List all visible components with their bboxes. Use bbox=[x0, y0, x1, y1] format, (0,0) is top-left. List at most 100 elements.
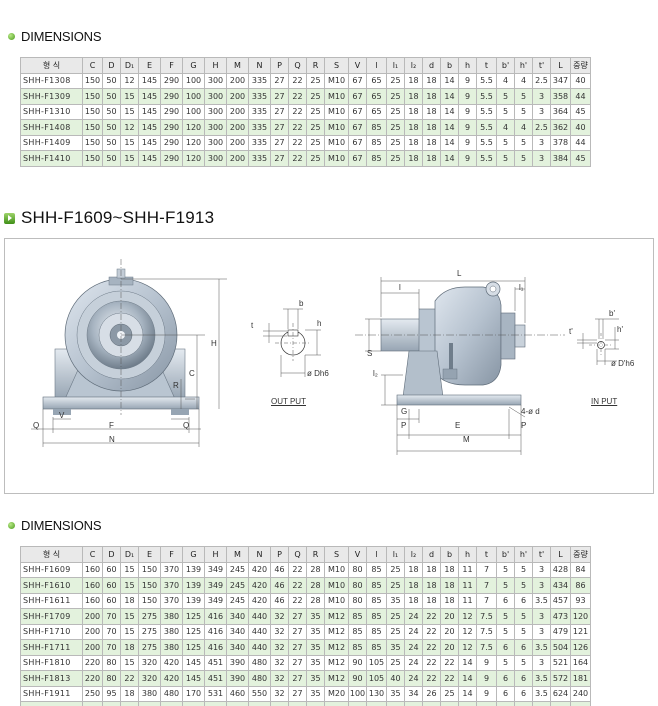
value-cell: 40 bbox=[570, 119, 591, 136]
value-cell: 440 bbox=[248, 623, 271, 640]
column-header: D₁ bbox=[120, 57, 139, 74]
value-cell: 14 bbox=[458, 701, 477, 706]
value-cell: 50 bbox=[102, 72, 121, 89]
value-cell: 121 bbox=[570, 623, 591, 640]
value-cell: 340 bbox=[226, 623, 249, 640]
value-cell: 3.5 bbox=[532, 639, 551, 656]
label-R: R bbox=[173, 381, 179, 390]
value-cell: 27 bbox=[270, 134, 289, 151]
value-cell: 5.5 bbox=[476, 134, 497, 151]
label-h-prime: h' bbox=[617, 325, 623, 334]
column-header: b' bbox=[496, 546, 515, 563]
value-cell: 25 bbox=[386, 134, 405, 151]
column-header: d bbox=[422, 546, 441, 563]
value-cell: 390 bbox=[226, 654, 249, 671]
value-cell: 240 bbox=[570, 685, 591, 702]
value-cell: 358 bbox=[550, 88, 571, 105]
value-cell: 6 bbox=[496, 670, 515, 687]
column-header: 중량 bbox=[570, 546, 591, 563]
value-cell: 105 bbox=[366, 670, 387, 687]
value-cell: 28 bbox=[306, 577, 325, 594]
value-cell: 5 bbox=[514, 88, 533, 105]
value-cell: 18 bbox=[404, 134, 423, 151]
value-cell: 85 bbox=[366, 150, 387, 167]
value-cell: M12 bbox=[324, 623, 349, 640]
label-L: L bbox=[457, 269, 462, 278]
value-cell: 370 bbox=[160, 577, 183, 594]
value-cell: 22 bbox=[422, 608, 441, 625]
column-header: l₁ bbox=[386, 546, 405, 563]
value-cell: 18 bbox=[404, 592, 423, 609]
value-cell: 290 bbox=[160, 103, 183, 120]
column-header: h bbox=[458, 546, 477, 563]
value-cell: 85 bbox=[366, 623, 387, 640]
value-cell: 11 bbox=[458, 577, 477, 594]
value-cell: 7.5 bbox=[476, 608, 497, 625]
value-cell: 14 bbox=[440, 103, 459, 120]
label-h: h bbox=[317, 319, 322, 328]
value-cell: 7 bbox=[476, 561, 497, 578]
value-cell: M12 bbox=[324, 639, 349, 656]
value-cell: 531 bbox=[204, 685, 227, 702]
value-cell: 290 bbox=[160, 119, 183, 136]
value-cell: 25 bbox=[306, 72, 325, 89]
section-title: DIMENSIONS bbox=[21, 29, 102, 44]
bullet-icon bbox=[8, 33, 15, 40]
value-cell: 80 bbox=[348, 577, 367, 594]
value-cell: 28 bbox=[306, 561, 325, 578]
value-cell: 380 bbox=[160, 639, 183, 656]
model-cell: SHH-F1609 bbox=[20, 561, 83, 578]
value-cell: M10 bbox=[324, 72, 349, 89]
column-header: G bbox=[182, 546, 205, 563]
value-cell: M12 bbox=[324, 670, 349, 687]
value-cell: 80 bbox=[348, 592, 367, 609]
value-cell: 14 bbox=[458, 670, 477, 687]
value-cell: 25 bbox=[386, 103, 405, 120]
value-cell: 35 bbox=[306, 701, 325, 706]
value-cell: 65 bbox=[366, 72, 387, 89]
value-cell: 22 bbox=[422, 639, 441, 656]
value-cell: 125 bbox=[182, 608, 205, 625]
value-cell: 34 bbox=[404, 701, 423, 706]
value-cell: 85 bbox=[366, 577, 387, 594]
value-cell: 12 bbox=[120, 119, 139, 136]
value-cell: 32 bbox=[270, 670, 289, 687]
value-cell: 6 bbox=[514, 701, 533, 706]
value-cell: 160 bbox=[82, 577, 103, 594]
value-cell: 164 bbox=[570, 654, 591, 671]
value-cell: 6 bbox=[514, 592, 533, 609]
value-cell: 50 bbox=[102, 150, 121, 167]
value-cell: 300 bbox=[204, 103, 227, 120]
value-cell: 15 bbox=[120, 134, 139, 151]
value-cell: 70 bbox=[102, 608, 121, 625]
value-cell: 200 bbox=[226, 150, 249, 167]
value-cell: 24 bbox=[404, 639, 423, 656]
model-cell: SHH-F1308 bbox=[20, 72, 83, 89]
value-cell: 349 bbox=[204, 592, 227, 609]
label-t: t bbox=[251, 321, 254, 330]
value-cell: 5 bbox=[496, 103, 515, 120]
value-cell: 6 bbox=[514, 685, 533, 702]
value-cell: 479 bbox=[550, 623, 571, 640]
label-G: G bbox=[401, 407, 408, 416]
value-cell: 416 bbox=[204, 623, 227, 640]
value-cell: M10 bbox=[324, 88, 349, 105]
value-cell: 460 bbox=[226, 685, 249, 702]
value-cell: 290 bbox=[160, 72, 183, 89]
value-cell: 320 bbox=[138, 654, 161, 671]
value-cell: M20 bbox=[324, 685, 349, 702]
value-cell: 150 bbox=[82, 88, 103, 105]
value-cell: 18 bbox=[404, 88, 423, 105]
value-cell: 3.5 bbox=[532, 685, 551, 702]
column-header: b bbox=[440, 546, 459, 563]
value-cell: 18 bbox=[120, 639, 139, 656]
value-cell: 3 bbox=[532, 608, 551, 625]
drawing-svg bbox=[31, 259, 619, 455]
value-cell: 14 bbox=[440, 119, 459, 136]
column-header: P bbox=[270, 546, 289, 563]
value-cell: 20 bbox=[440, 608, 459, 625]
